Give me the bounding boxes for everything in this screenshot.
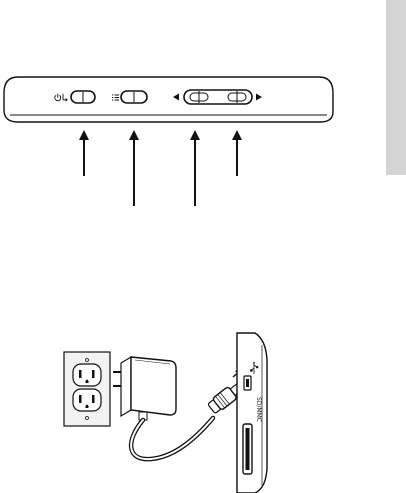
duplex-outlet-icon [64, 352, 110, 426]
menu-button [112, 91, 147, 103]
side-tab [386, 0, 406, 175]
adapter-body [131, 357, 176, 415]
adapter-side [121, 357, 131, 416]
device-side-view: SD/MMC [237, 333, 267, 493]
card-slot-label: SD/MMC [255, 397, 262, 422]
power-exit-button [55, 91, 95, 103]
device-top-view [4, 77, 333, 122]
arrow-menu [129, 130, 139, 206]
power-return-icon [55, 94, 67, 101]
plug-adapter-icon [113, 357, 176, 420]
triangle-left-icon [173, 94, 179, 101]
triangle-right-icon [256, 94, 262, 101]
menu-list-icon [112, 95, 119, 100]
callout-arrows [79, 130, 242, 206]
connection-view: SD/MMC [64, 333, 267, 493]
arrow-power-exit [79, 130, 89, 176]
arrow-nav-left [190, 130, 200, 206]
navigation-rocker [173, 90, 262, 104]
navigation-rocker-shape [184, 90, 252, 104]
usb-port [244, 376, 251, 390]
arrow-nav-right [232, 130, 242, 176]
